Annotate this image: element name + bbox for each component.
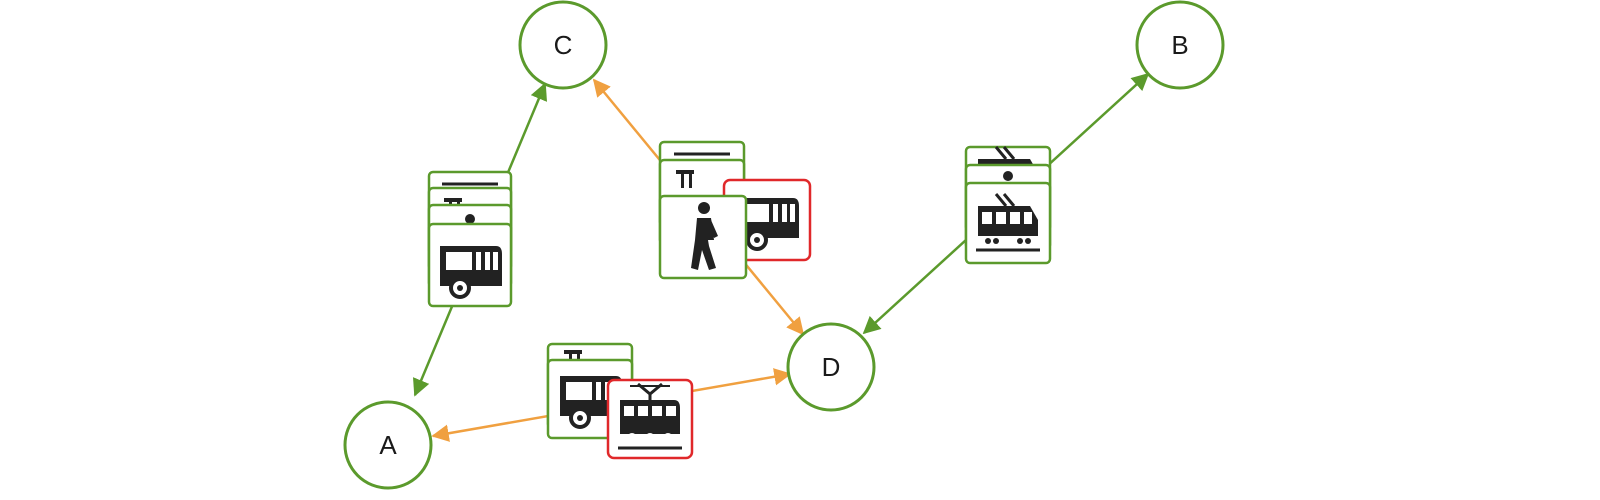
card-stack-d-c (658, 140, 812, 280)
walk-icon (658, 194, 748, 280)
bus-icon (427, 222, 513, 308)
tram-icon (964, 181, 1052, 265)
node-b-label: B (1171, 30, 1188, 60)
node-a[interactable]: A (343, 400, 433, 490)
card-stack-b-d (964, 145, 1052, 265)
train-unavailable-icon (606, 378, 694, 460)
node-b[interactable]: B (1135, 0, 1225, 90)
card-stack-a-c (427, 170, 513, 308)
node-c[interactable]: C (518, 0, 608, 90)
node-c-label: C (554, 30, 573, 60)
node-d-label: D (822, 352, 841, 382)
node-d[interactable]: D (786, 322, 876, 412)
node-a-label: A (379, 430, 397, 460)
card-stack-a-d (546, 342, 694, 460)
